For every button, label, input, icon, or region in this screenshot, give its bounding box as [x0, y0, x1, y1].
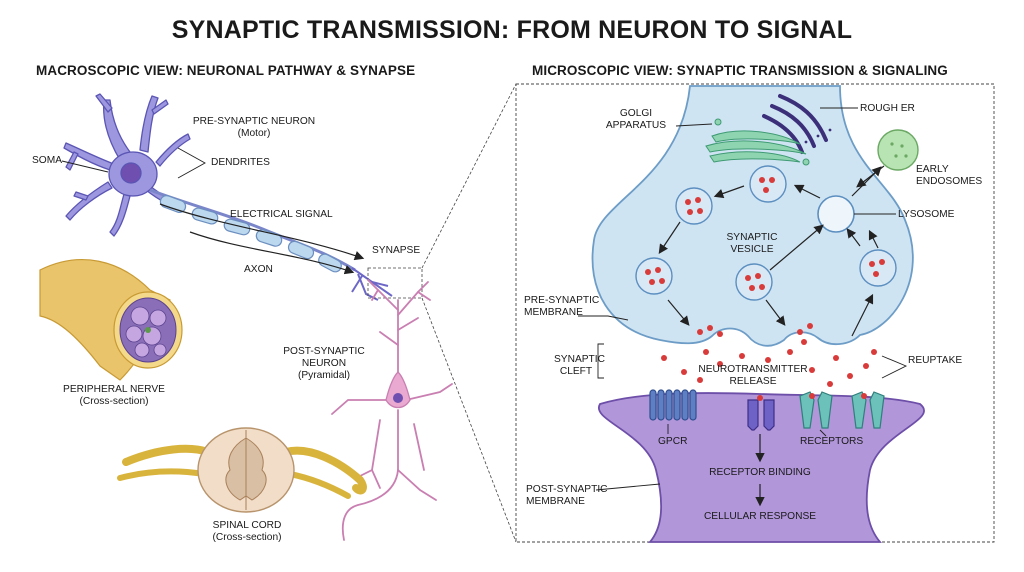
cord-sub: (Cross-section)	[212, 532, 282, 543]
electrical-signal-label: ELECTRICAL SIGNAL	[230, 209, 333, 220]
golgi-line-2: APPARATUS	[605, 120, 667, 131]
electrical-signal-arrow	[159, 203, 365, 261]
neurotransmitter-release-label: NEUROTRANSMITTER RELEASE	[698, 364, 808, 388]
rough-er-label: ROUGH ER	[860, 103, 915, 114]
axon-arrow	[189, 231, 355, 275]
macro-heading: MACROSCOPIC VIEW: NEURONAL PATHWAY & SYN…	[36, 63, 416, 78]
pre-synaptic-neuron	[63, 93, 191, 237]
release-line-2: RELEASE	[729, 376, 777, 387]
peripheral-nerve	[39, 259, 183, 381]
early-endosomes-label: EARLY ENDOSOMES	[916, 164, 982, 188]
pre-membrane-line-2: MEMBRANE	[524, 307, 583, 318]
post-synaptic-neuron-label: POST-SYNAPTIC NEURON (Pyramidal)	[276, 346, 372, 382]
receptor-binding-label: RECEPTOR BINDING	[709, 467, 811, 478]
golgi-apparatus	[705, 118, 810, 166]
postsynaptic-cell	[597, 392, 925, 543]
vesicle-line-2: VESICLE	[730, 244, 774, 255]
peripheral-nerve-label: PERIPHERAL NERVE (Cross-section)	[56, 384, 172, 408]
rough-er	[762, 94, 828, 154]
cleft-line-1: SYNAPTIC	[554, 354, 605, 365]
reuptake-label: REUPTAKE	[908, 355, 963, 366]
lysosome-label: LYSOSOME	[898, 209, 955, 220]
pre-neuron-type: (Motor)	[237, 128, 271, 139]
golgi-label: GOLGI APPARATUS	[600, 108, 672, 132]
pre-neuron-name: PRE-SYNAPTIC NEURON	[192, 116, 316, 127]
post-membrane-line-1: POST-SYNAPTIC	[526, 484, 608, 495]
neurotransmitter-dots	[645, 177, 885, 387]
cellular-response-label: CELLULAR RESPONSE	[703, 511, 817, 522]
presynaptic-terminal	[591, 85, 914, 347]
axon-label: AXON	[244, 264, 273, 275]
gpcr-label: GPCR	[658, 436, 688, 447]
spinal-cord-label: SPINAL CORD (Cross-section)	[194, 520, 300, 544]
micro-heading: MICROSCOPIC VIEW: SYNAPTIC TRANSMISSION …	[532, 63, 948, 78]
pre-synaptic-neuron-label: PRE-SYNAPTIC NEURON (Motor)	[189, 116, 319, 140]
post-neuron-type: (Pyramidal)	[297, 370, 351, 381]
page-title: SYNAPTIC TRANSMISSION: FROM NEURON TO SI…	[171, 16, 853, 44]
synapse-label: SYNAPSE	[372, 245, 421, 256]
post-membrane-line-2: MEMBRANE	[526, 496, 585, 507]
post-synaptic-neuron	[331, 279, 453, 541]
post-neuron-name-2: NEURON	[301, 358, 347, 369]
dendrites-label: DENDRITES	[211, 157, 270, 168]
receptors-label: RECEPTORS	[800, 436, 864, 447]
spinal-cord	[117, 427, 367, 513]
early-line-2: ENDOSOMES	[916, 176, 983, 187]
early-endosome	[877, 129, 919, 171]
early-line-1: EARLY	[916, 164, 949, 175]
post-neuron-name: POST-SYNAPTIC	[283, 346, 365, 357]
soma-label: SOMA	[32, 155, 63, 166]
pre-synaptic-membrane-label: PRE-SYNAPTIC MEMBRANE	[524, 295, 599, 319]
synaptic-cleft-label: SYNAPTIC CLEFT	[554, 354, 605, 378]
pre-membrane-line-1: PRE-SYNAPTIC	[524, 295, 600, 306]
synaptic-vesicles	[635, 165, 897, 301]
cleft-line-2: CLEFT	[559, 366, 593, 377]
receptors-teal	[799, 391, 885, 429]
cord-name: SPINAL CORD	[212, 520, 282, 531]
lysosome	[817, 195, 855, 233]
synaptic-vesicle-label: SYNAPTIC VESICLE	[714, 232, 790, 256]
gpcr-receptor	[649, 389, 697, 421]
post-synaptic-membrane-label: POST-SYNAPTIC MEMBRANE	[526, 484, 608, 508]
nerve-name: PERIPHERAL NERVE	[63, 384, 165, 395]
nerve-sub: (Cross-section)	[79, 396, 149, 407]
golgi-line-1: GOLGI	[619, 108, 653, 119]
release-line-1: NEUROTRANSMITTER	[698, 364, 808, 375]
vesicle-line-1: SYNAPTIC	[726, 232, 778, 243]
axon	[149, 188, 393, 301]
